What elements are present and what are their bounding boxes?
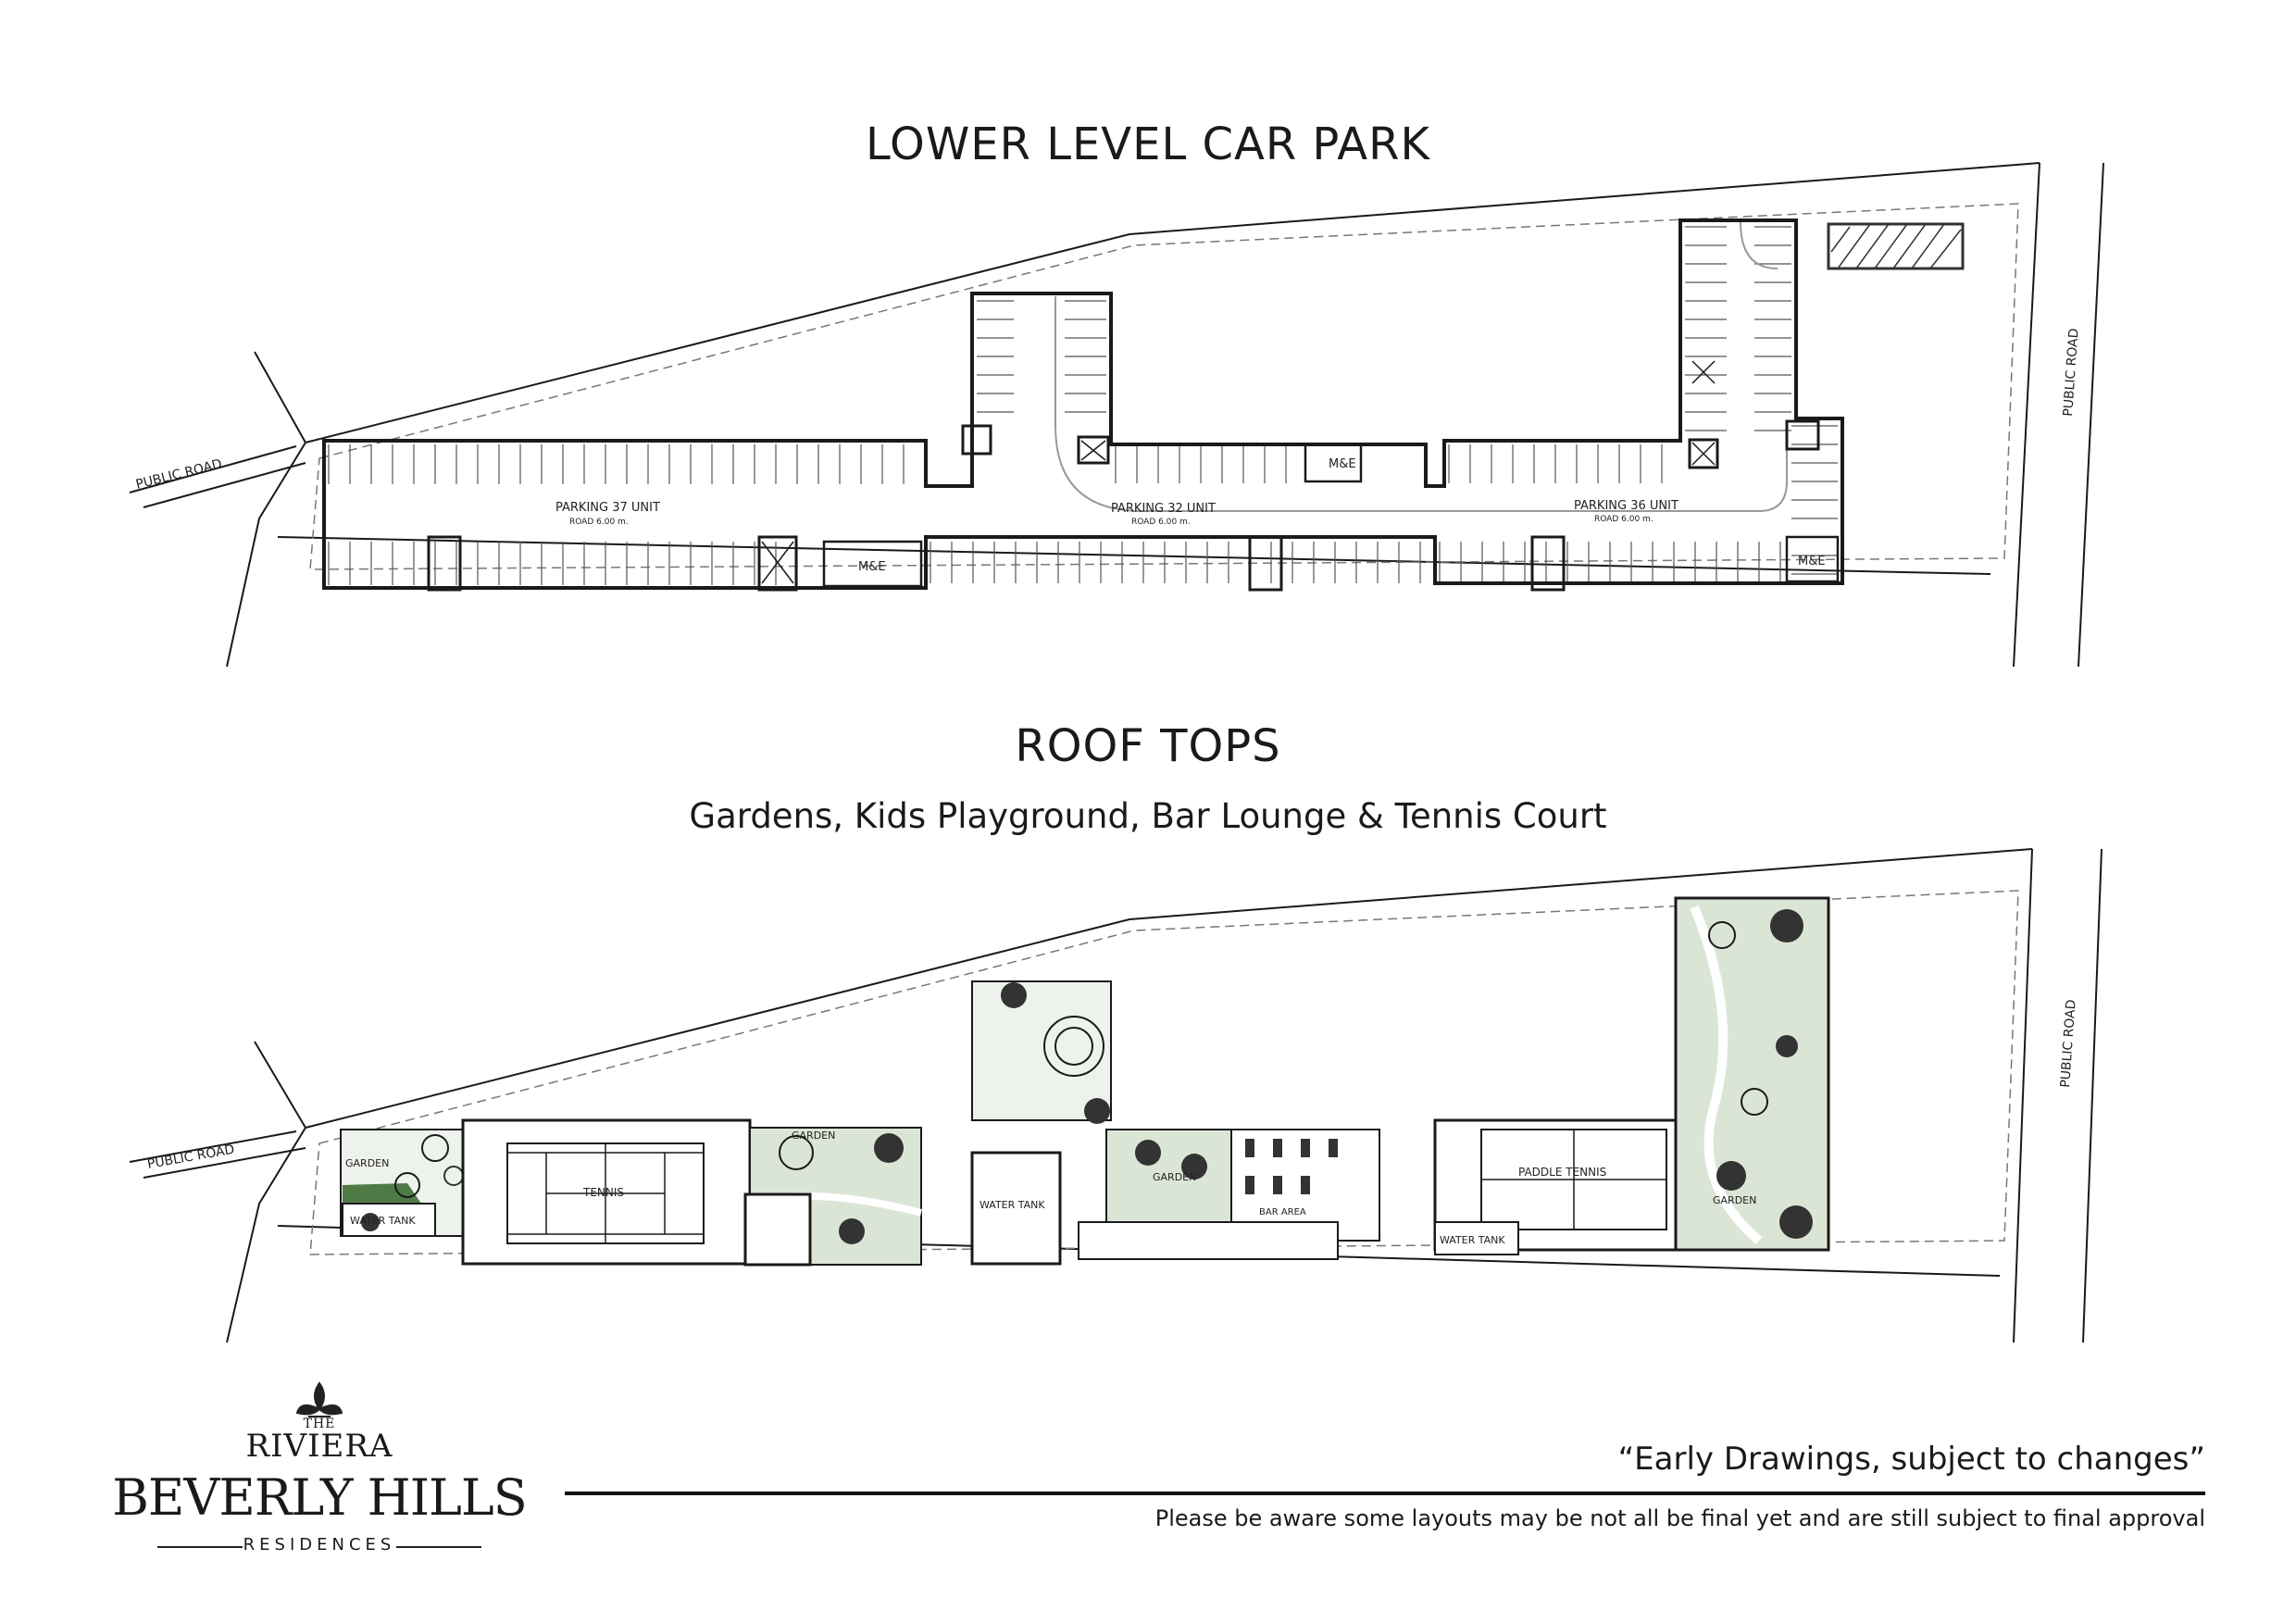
paddle-tennis-label: PADDLE TENNIS: [1518, 1166, 1606, 1179]
logo-rule-right: [396, 1546, 481, 1548]
lower-public-road-left: PUBLIC ROAD: [134, 456, 223, 493]
logo-the: THE: [303, 1417, 336, 1431]
garden-label-2: GARDEN: [792, 1130, 835, 1142]
water-tank-label-2: WATER TANK: [980, 1199, 1045, 1211]
me-label-2: M&E: [1329, 457, 1356, 471]
water-tank-label-1: WATER TANK: [350, 1215, 416, 1227]
disclaimer-quote: “Early Drawings, subject to changes”: [1617, 1441, 2205, 1478]
disclaimer-note: Please be aware some layouts may be not …: [1154, 1505, 2205, 1531]
bar-area-label: BAR AREA: [1259, 1207, 1306, 1217]
logo-name: RIVIERA: [245, 1428, 393, 1465]
fleur-icon: [295, 1381, 343, 1417]
logo-tag: RESIDENCES: [243, 1535, 396, 1554]
lower-car-park-title: LOWER LEVEL CAR PARK: [866, 119, 1430, 170]
parking-37-label: PARKING 37 UNIT: [555, 501, 660, 515]
water-tank-label-3: WATER TANK: [1440, 1234, 1505, 1246]
lower-public-road-right: PUBLIC ROAD: [2061, 328, 2082, 417]
garden-label-4: GARDEN: [1713, 1194, 1756, 1206]
lower-car-park-plan: PUBLIC ROAD PUBLIC ROAD PARKING 37 UNIT …: [129, 162, 2104, 668]
roof-tops-title: ROOF TOPS: [1015, 720, 1281, 772]
logo-sub: BEVERLY HILLS: [112, 1468, 528, 1527]
roof-public-road-right: PUBLIC ROAD: [2058, 999, 2079, 1088]
parking-36-label: PARKING 36 UNIT: [1574, 499, 1678, 513]
logo-rule-left: [157, 1546, 243, 1548]
me-label-3: M&E: [1798, 555, 1826, 568]
tennis-label: TENNIS: [582, 1186, 624, 1199]
parking-32-label: PARKING 32 UNIT: [1111, 502, 1216, 516]
roof-public-road-left: PUBLIC ROAD: [146, 1142, 236, 1172]
garden-label-1: GARDEN: [345, 1157, 389, 1169]
road-c-label: ROAD 6.00 m.: [1594, 515, 1653, 524]
me-label-1: M&E: [858, 560, 886, 574]
disclaimer-divider: [565, 1492, 2205, 1495]
road-a-label: ROAD 6.00 m.: [569, 518, 629, 527]
roof-tops-subtitle: Gardens, Kids Playground, Bar Lounge & T…: [689, 796, 1607, 836]
road-b-label: ROAD 6.00 m.: [1131, 518, 1191, 527]
garden-label-3: GARDEN: [1153, 1171, 1196, 1183]
roof-tops-plan: PUBLIC ROAD PUBLIC ROAD GARDEN WATER TAN…: [129, 848, 2103, 1343]
riviera-logo: THE RIVIERA BEVERLY HILLS RESIDENCES: [106, 1380, 532, 1565]
